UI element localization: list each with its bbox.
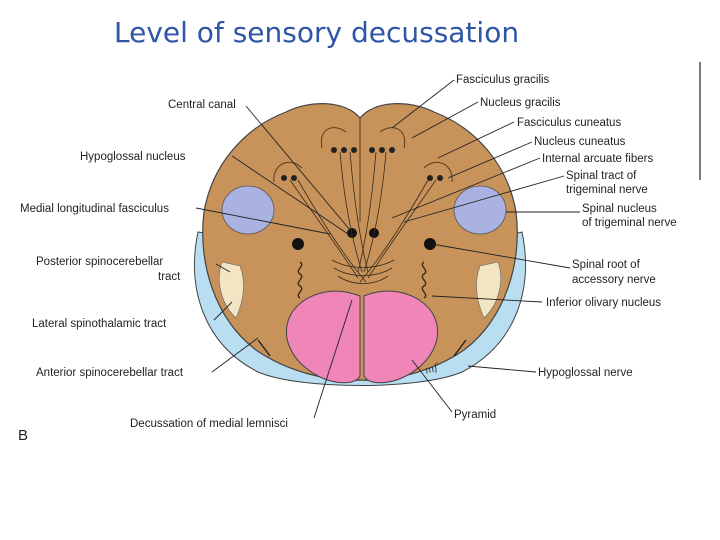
label-pyramid: Pyramid (454, 409, 496, 421)
trigeminal-nucleus-right (453, 185, 507, 235)
label-inferior-olivary: Inferior olivary nucleus (546, 297, 661, 309)
inferior-olive-right (421, 261, 427, 299)
dorsal-column-outlines (273, 127, 453, 183)
lateral-spinothalamic-area-left (219, 261, 244, 319)
label-fasciculus-cuneatus: Fasciculus cuneatus (517, 117, 621, 129)
label-nucleus-cuneatus: Nucleus cuneatus (534, 136, 626, 148)
label-hypoglossal-nerve: Hypoglossal nerve (538, 367, 633, 379)
label-decussation: Decussation of medial lemnisci (130, 418, 288, 430)
inferior-olive-left (297, 261, 303, 299)
pyramid-right (363, 290, 438, 384)
hypoglossal-root-right (453, 339, 467, 357)
hypoglossal-root-left (257, 339, 271, 357)
label-spinal-tract-1: Spinal tract of (566, 170, 637, 182)
label-anterior-spinocerebellar: Anterior spinocerebellar tract (36, 367, 184, 379)
label-spinal-tract-2: trigeminal nerve (566, 184, 648, 196)
dorsal-nuclei-dots (281, 147, 443, 181)
label-internal-arcuate: Internal arcuate fibers (542, 153, 653, 165)
label-mlf: Medial longitudinal fasciculus (20, 203, 169, 215)
label-spinal-nucleus-2: of trigeminal nerve (582, 217, 677, 229)
label-spinal-nucleus-1: Spinal nucleus (582, 203, 657, 215)
medulla-body (202, 103, 518, 381)
label-posterior-spinocerebellar-2: tract (158, 271, 181, 283)
label-lateral-spinothalamic: Lateral spinothalamic tract (32, 318, 167, 330)
panel-label: B (18, 427, 28, 444)
label-spinal-root-2: accessory nerve (572, 274, 656, 286)
pyramid-left (286, 290, 361, 384)
label-spinal-root-1: Spinal root of (572, 259, 641, 271)
posterior-spinocerebellar-dot-left (292, 238, 304, 250)
leader-lines (195, 79, 580, 419)
label-nucleus-gracilis: Nucleus gracilis (480, 97, 561, 109)
label-central-canal: Central canal (168, 99, 236, 111)
posterior-spinocerebellar-dot-right (424, 238, 436, 250)
label-fasciculus-gracilis: Fasciculus gracilis (456, 74, 550, 86)
slide-title: Level of sensory decussation (114, 16, 520, 49)
trigeminal-nucleus-left (221, 185, 275, 235)
label-hypoglossal-nucleus: Hypoglossal nucleus (80, 151, 186, 163)
lateral-spinothalamic-area-right (476, 261, 501, 319)
label-posterior-spinocerebellar-1: Posterior spinocerebellar (36, 256, 163, 268)
